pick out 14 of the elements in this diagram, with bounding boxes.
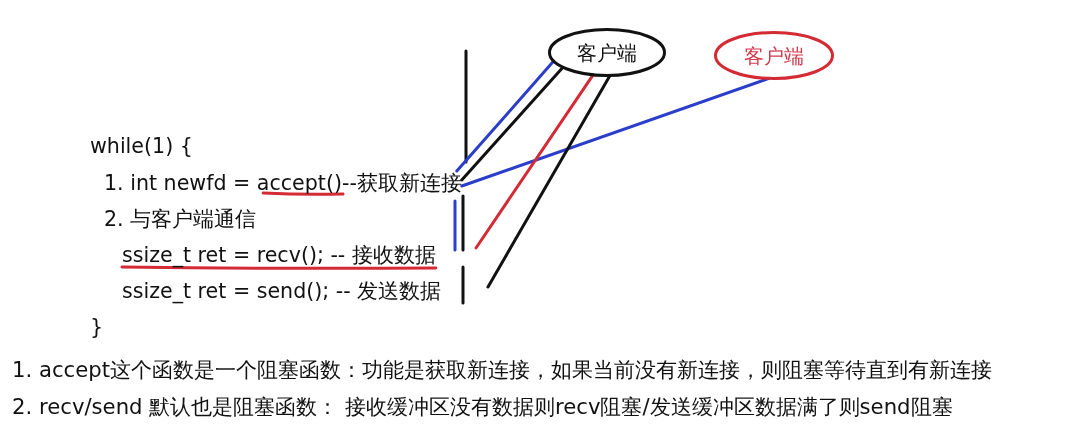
client-ellipse: 客户端 (714, 31, 834, 80)
note-text: 1. accept这个函数是一个阻塞函数：功能是获取新连接，如果当前没有新连接，则阻塞等待直到有新连接 (12, 358, 993, 382)
code-line: ssize_t ret = send(); -- 发送数据 (122, 279, 442, 303)
code-line: 1. int newfd = accept()--获取新连接 (104, 171, 462, 195)
code-line: ssize_t ret = recv(); -- 接收数据 (122, 243, 436, 267)
client-ellipse: 客户端 (548, 28, 666, 77)
note-text: 2. recv/send 默认也是阻塞函数： 接收缓冲区没有数据则recv阻塞/发送缓冲区数据满了则send阻塞 (12, 395, 953, 419)
connector-line (455, 59, 556, 173)
code-line: 2. 与客户端通信 (104, 207, 257, 231)
connector-line (486, 74, 612, 289)
code-line: while(1) { (90, 134, 193, 158)
closing-brace: } (90, 315, 104, 339)
connector-line (474, 73, 595, 250)
connector-line (460, 65, 565, 182)
